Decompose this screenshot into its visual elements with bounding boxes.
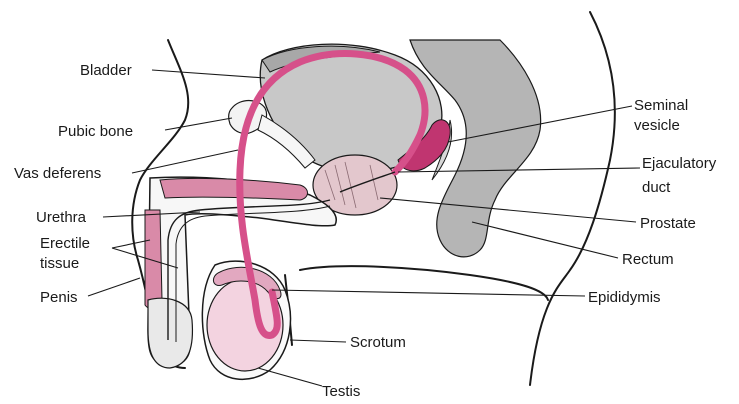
rectum-leader [472, 222, 618, 258]
label-erectile-tissue-2: tissue [40, 255, 79, 272]
erectile-tissue-upper [160, 178, 308, 200]
label-vas-deferens: Vas deferens [14, 165, 101, 182]
label-epididymis: Epididymis [588, 289, 661, 306]
ejaculatory-duct-leader [398, 168, 640, 172]
label-seminal-vesicle-1: Seminal [634, 97, 688, 114]
label-ejaculatory-duct-2: duct [642, 179, 671, 196]
erectile-tissue-shaft [145, 210, 162, 309]
body-outline-back [530, 12, 615, 385]
scrotum-leader [290, 340, 346, 342]
label-prostate: Prostate [640, 215, 696, 232]
label-scrotum: Scrotum [350, 334, 406, 351]
vas-deferens-leader [132, 150, 238, 173]
glans [148, 298, 192, 368]
label-testis: Testis [322, 383, 360, 400]
label-seminal-vesicle-2: vesicle [634, 117, 680, 134]
pubic-bone-leader [165, 118, 232, 130]
label-urethra: Urethra [36, 209, 87, 226]
label-pubic-bone: Pubic bone [58, 123, 133, 140]
label-erectile-tissue-1: Erectile [40, 235, 90, 252]
testis-leader [258, 368, 322, 386]
bladder-leader [152, 70, 265, 78]
erectile-leader-1 [112, 240, 150, 248]
label-ejaculatory-duct-1: Ejaculatory [642, 155, 717, 172]
label-bladder: Bladder [80, 62, 132, 79]
label-rectum: Rectum [622, 251, 674, 268]
penis-leader [88, 278, 140, 296]
label-penis: Penis [40, 289, 78, 306]
